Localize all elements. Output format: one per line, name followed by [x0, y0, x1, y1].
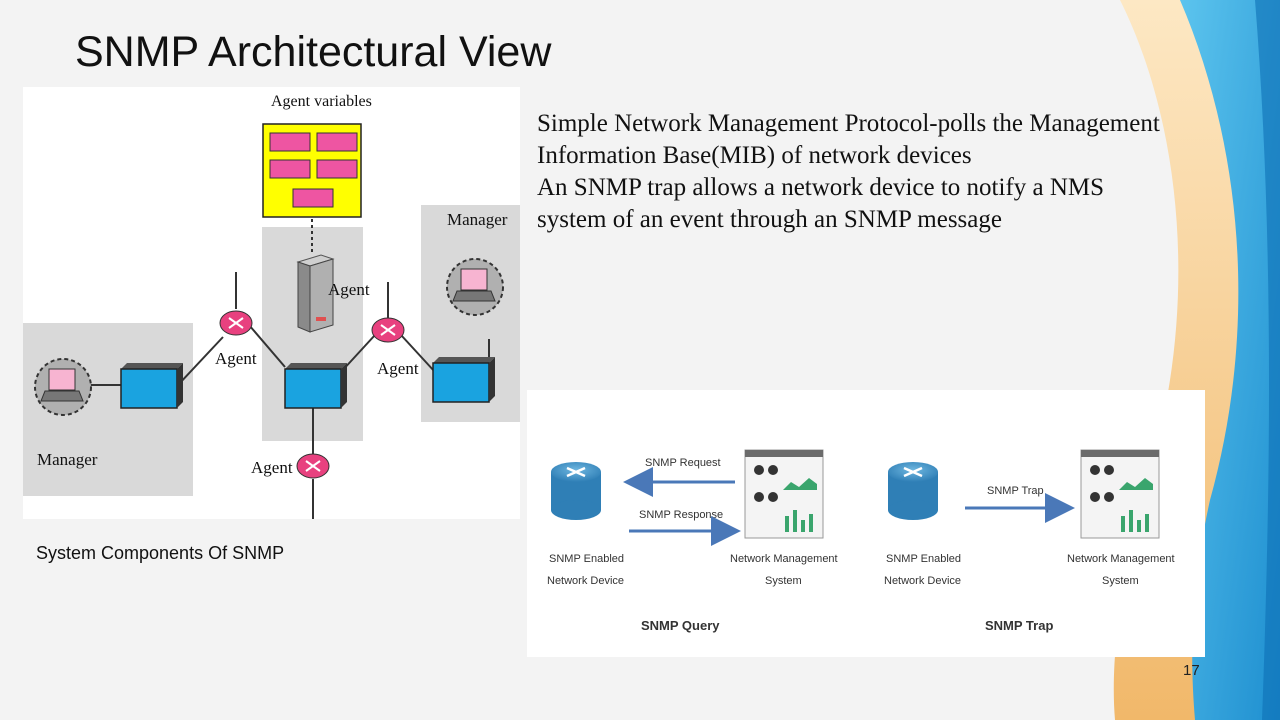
switch-right-icon [432, 357, 495, 403]
trap-nms-line2: System [1102, 575, 1139, 587]
laptop-right-icon [452, 268, 496, 302]
trap-device-line1: SNMP Enabled [886, 553, 961, 565]
snmp-response-label: SNMP Response [639, 509, 723, 521]
agent-server-icon [296, 254, 335, 333]
query-device-line2: Network Device [547, 575, 624, 587]
snmp-trap-title: SNMP Trap [985, 618, 1053, 633]
snmp-query-trap-diagram: SNMP Enabled Network Device SNMP Request… [527, 390, 1205, 657]
router-left-icon [219, 310, 253, 336]
snmp-trap-label: SNMP Trap [987, 485, 1044, 497]
agent-left-label: Agent [215, 349, 257, 368]
router-bottom-icon [296, 453, 330, 479]
switch-left-icon [120, 363, 183, 409]
router-device-query-icon [551, 462, 601, 520]
laptop-left-icon [40, 368, 84, 402]
agent-variables-label: Agent variables [271, 93, 372, 110]
system-components-diagram: Agent variables Agent [23, 87, 520, 519]
query-nms-line1: Network Management [730, 553, 838, 565]
network-links [88, 272, 436, 519]
nms-dashboard-query-icon [744, 449, 824, 539]
query-device-line1: SNMP Enabled [549, 553, 624, 565]
router-device-trap-icon [888, 462, 938, 520]
slide-title: SNMP Architectural View [75, 28, 552, 76]
query-nms-line2: System [765, 575, 802, 587]
agent-right-label: Agent [377, 359, 419, 378]
manager-left-label: Manager [37, 450, 98, 469]
snmp-query-title: SNMP Query [641, 618, 720, 633]
router-right-icon [371, 317, 405, 343]
snmp-request-label: SNMP Request [645, 457, 721, 469]
trap-device-line2: Network Device [884, 575, 961, 587]
agent-bottom-label: Agent [251, 458, 293, 477]
switch-center-icon [284, 363, 347, 409]
manager-right-label: Manager [447, 210, 508, 229]
diagram-caption: System Components Of SNMP [36, 543, 285, 563]
paragraph-trap: An SNMP trap allows a network device to … [537, 174, 1105, 233]
mib-variable-cells [269, 132, 358, 208]
slide-number: 17 [1183, 662, 1200, 679]
agent-server-label: Agent [328, 280, 370, 299]
trap-nms-line1: Network Management [1067, 553, 1175, 565]
body-text: Simple Network Management Protocol-polls… [537, 108, 1177, 236]
nms-dashboard-trap-icon [1080, 449, 1160, 539]
paragraph-polling: Simple Network Management Protocol-polls… [537, 110, 1160, 169]
